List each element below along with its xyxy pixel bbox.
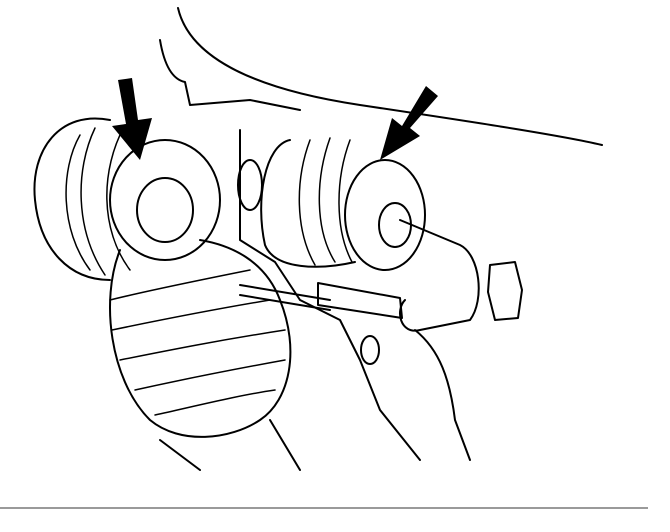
- bottom-divider: [0, 507, 648, 509]
- left-bushing-inner: [136, 177, 194, 243]
- bolt: [317, 282, 403, 319]
- bushing-end-cap: [237, 159, 263, 211]
- body-panel-edge: [159, 39, 301, 111]
- left-bushing-rings: [65, 124, 131, 276]
- steering-rack-bushing-illustration: [33, 7, 603, 471]
- left-bushing-body: [33, 117, 111, 281]
- right-bushing-face: [344, 159, 426, 271]
- right-bushing-inner: [378, 202, 412, 248]
- tie-rod: [239, 284, 331, 311]
- nut: [487, 261, 523, 321]
- bracket-hole: [360, 335, 380, 365]
- rack-boot: [109, 239, 301, 471]
- arrow-left-icon: [112, 78, 152, 160]
- mounting-bracket: [239, 129, 471, 461]
- body-panel-outline: [177, 7, 603, 146]
- left-bushing-face: [109, 139, 221, 261]
- right-bushing-rings: [298, 137, 353, 266]
- link-arm: [399, 219, 480, 332]
- right-bushing-body: [260, 139, 356, 268]
- arrow-right-icon: [380, 86, 438, 160]
